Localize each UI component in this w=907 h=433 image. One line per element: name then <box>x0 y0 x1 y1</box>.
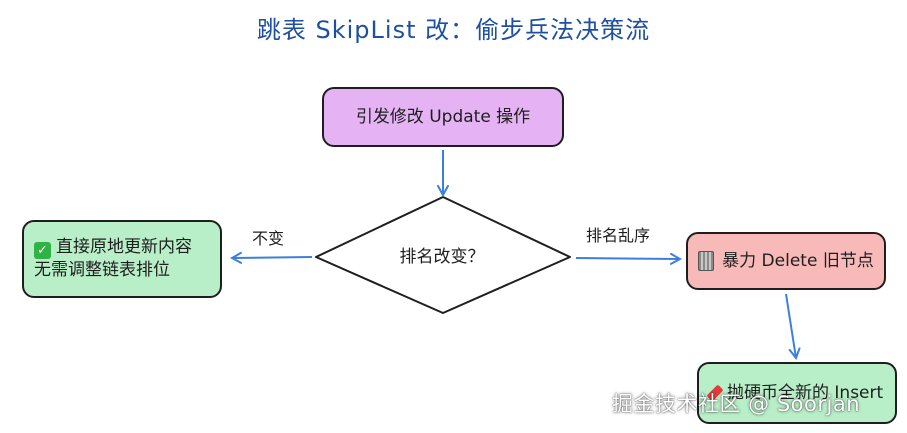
inplace-label-1: 直接原地更新内容 <box>56 237 192 258</box>
node-delete-label: 暴力 Delete 旧节点 <box>722 250 874 271</box>
node-insert-label: 抛硬币全新的 Insert <box>727 382 884 403</box>
node-update-label: 引发修改 Update 操作 <box>355 106 531 127</box>
watermark: 掘金技术社区 @ Soorjan <box>612 392 861 416</box>
inplace-line-1: ✓ 直接原地更新内容 <box>34 236 192 260</box>
node-insert: 抛硬币全新的 Insert <box>697 362 897 424</box>
inplace-label-2: 无需调整链表排位 <box>34 260 170 281</box>
diagram-title: 跳表 SkipList 改：偷步兵法决策流 <box>256 16 651 44</box>
trash-can-icon <box>698 251 715 271</box>
edge-label-reorder: 排名乱序 <box>586 226 651 245</box>
arrow-decision-to-inplace <box>232 257 313 258</box>
arrow-decision-to-delete <box>575 258 680 259</box>
node-inplace-update: ✓ 直接原地更新内容 无需调整链表排位 <box>22 220 222 298</box>
arrow-delete-to-insert <box>785 293 796 358</box>
decision-label: 排名改变？ <box>399 247 485 267</box>
decision-diamond <box>315 196 571 314</box>
node-update-operation: 引发修改 Update 操作 <box>322 87 564 147</box>
check-mark-icon: ✓ <box>34 242 51 260</box>
edge-label-no-change: 不变 <box>252 229 285 248</box>
node-delete: 暴力 Delete 旧节点 <box>686 232 886 290</box>
